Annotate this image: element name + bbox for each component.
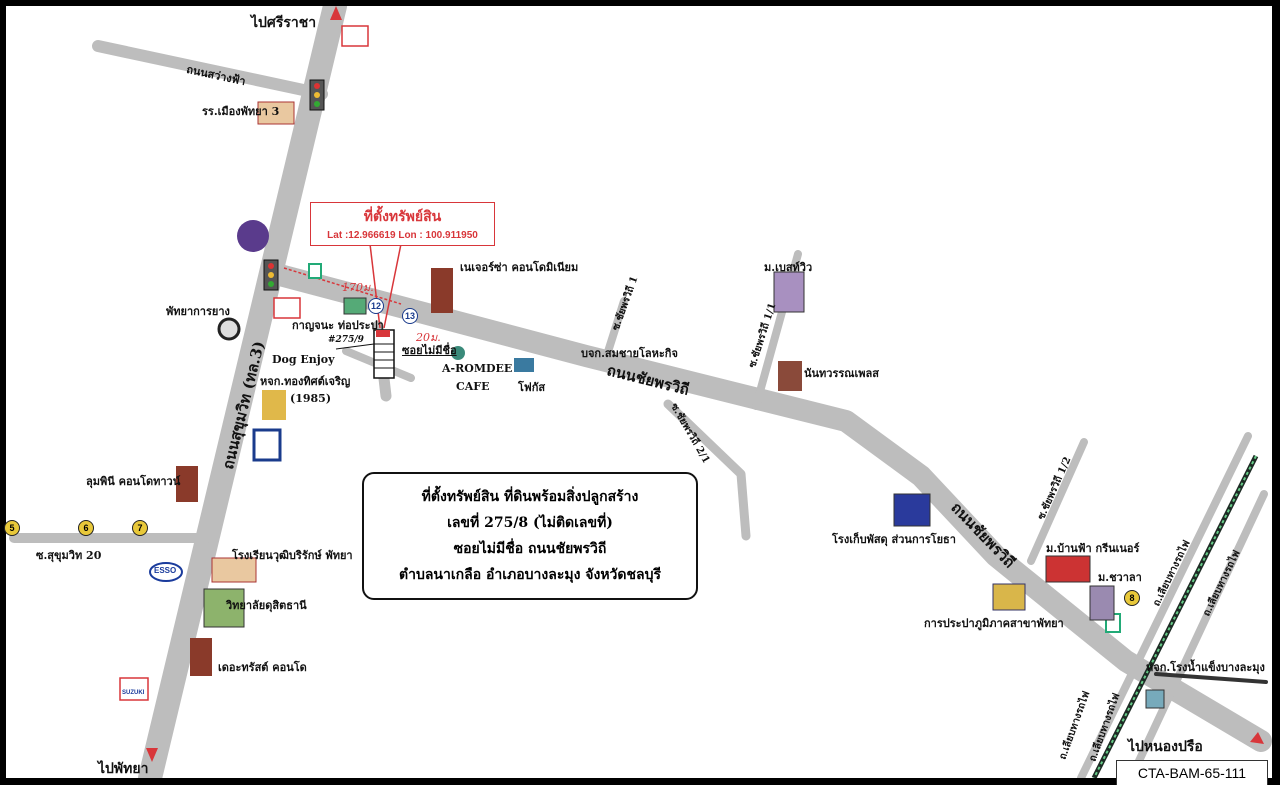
suzuki-logo-text: SUZUKI [122, 690, 145, 696]
landmark-baanfa: ม.บ้านฟ้า กรีนเนอร์ [1046, 542, 1140, 555]
arrow-east-icon [1250, 732, 1264, 744]
marker-12: 12 [368, 298, 384, 314]
landmark-nanthawan: นันทวรรณเพลส [804, 367, 879, 380]
shop-icon [262, 390, 286, 420]
landmark-dog-enjoy: Dog Enjoy [272, 353, 335, 366]
road-label-sukhumvit20: ซ.สุขุมวิท 20 [36, 549, 102, 562]
subject-lot [373, 329, 395, 379]
marker-8: 8 [1124, 590, 1140, 606]
distance-20: 20ม. [416, 331, 441, 344]
shop-icon [1145, 689, 1165, 709]
road-label-soi-unnamed: ซอยไม่มีชื่อ [402, 344, 457, 357]
landmark-kanchana: กาญจนะ ท่อประปา [292, 319, 384, 332]
traffic-light-icon [263, 259, 279, 291]
loc-pointer-2 [383, 243, 402, 329]
property-address-box: ที่ตั้งทรัพย์สิน ที่ดินพร้อมสิ่งปลูกสร้า… [362, 472, 698, 600]
address-line-1: ที่ตั้งทรัพย์สิน ที่ดินพร้อมสิ่งปลูกสร้า… [421, 489, 639, 505]
map-sheet: ไปศรีราชา ไปพัทยา ไปหนองปรือ ถนนสว่างฟ้า… [4, 6, 1272, 785]
road-sawangfa [92, 40, 328, 100]
landmark-thongthit-year: (1985) [290, 392, 332, 405]
railway [1091, 454, 1259, 778]
focus-icon [514, 358, 534, 372]
road-network [9, 6, 1272, 778]
landmark-iceplant: หจก.โรงน้ำแข็งบางละมุง [1146, 661, 1265, 674]
road-soi2-1 [663, 399, 751, 541]
road-rail-east [1127, 490, 1268, 778]
warehouse-icon [893, 493, 931, 527]
school-icon [257, 101, 295, 125]
landmark-baan-view: ม.เบสท์วิว [764, 261, 813, 274]
marker-6: 6 [78, 520, 94, 536]
landmark-chawala: ม.ชวาลา [1098, 571, 1142, 584]
direction-east: ไปหนองปรือ [1128, 739, 1203, 755]
landmark-school-wut: โรงเรียนวุฒิบริรักษ์ พัทยา [232, 549, 353, 562]
loc-pointer-1 [369, 243, 381, 329]
landmark-school3: รร.เมืองพัทยา 3 [202, 105, 280, 118]
honda-icon [341, 25, 369, 47]
house-icon [343, 297, 367, 315]
address-line-2: เลขที่ 275/8 (ไม่ติดเลขที่) [447, 515, 613, 531]
property-location-callout: ที่ตั้งทรัพย์สิน Lat :12.966619 Lon : 10… [310, 202, 495, 246]
house-icon [1045, 555, 1091, 583]
landmark-trust-condo: เดอะทรัสต์ คอนโด [218, 661, 307, 674]
direction-north: ไปศรีราชา [251, 15, 317, 31]
landmark-tyre: พัทยาการยาง [166, 305, 230, 318]
building-icon [773, 271, 805, 313]
landmark-college: วิทยาลัยดุสิตธานี [226, 599, 307, 612]
honda-icon [273, 297, 301, 319]
house-leader [335, 343, 375, 350]
distance-170: 170ม. [342, 281, 374, 294]
road-chaiyapruek [265, 263, 1272, 752]
marker-7: 7 [132, 520, 148, 536]
marker-13: 13 [402, 308, 418, 324]
arrow-south-icon [146, 748, 158, 762]
house-number: #275/9 [328, 335, 364, 345]
road-iceplant [1154, 672, 1268, 684]
landmark-warehouse: โรงเก็บพัสดุ ส่วนการโยธา [832, 533, 956, 546]
direction-south: ไปพัทยา [98, 761, 149, 777]
marker-5: 5 [4, 520, 20, 536]
landmark-lumpini: ลุมพินี คอนโดทาวน์ [86, 475, 181, 488]
bank-bbl-icon [252, 428, 282, 462]
esso-logo-text: ESSO [154, 566, 177, 575]
distance-170-line [283, 267, 402, 305]
waterworks-icon [992, 583, 1026, 611]
esso-icon [149, 562, 183, 582]
seven-eleven-icon [308, 263, 322, 279]
property-location-title: ที่ตั้งทรัพย์สิน [363, 209, 442, 225]
tyre-icon [217, 317, 241, 341]
road-sukhumvit [138, 6, 347, 778]
condo-icon [176, 466, 198, 502]
bank-scb-icon [237, 220, 269, 252]
building-icon [778, 361, 802, 391]
address-line-3: ซอยไม่มีชื่อ ถนนชัยพรวิถี [453, 541, 607, 557]
landmark-aromdee: A-ROMDEE [442, 362, 513, 375]
landmark-waterworks: การประปาภูมิภาคสาขาพัทยา [924, 617, 1064, 630]
school-icon [211, 557, 257, 583]
property-coordinates: Lat :12.966619 Lon : 100.911950 [327, 230, 478, 241]
traffic-light-icon [309, 79, 325, 111]
college-icon [203, 588, 245, 628]
document-code: CTA-BAM-65-111 [1116, 760, 1268, 785]
landmark-thongthit: หจก.ทองทิศต์เจริญ [260, 375, 351, 388]
arrow-north-icon [330, 6, 342, 20]
condo-icon [431, 268, 453, 313]
landmark-nature-condo: เนเจอร์ซ่า คอนโดมิเนียม [460, 261, 579, 274]
landmark-focus: โฟกัส [518, 381, 546, 394]
road-rail-west [1077, 432, 1252, 778]
road-soi1-2 [1027, 438, 1088, 565]
cafe-icon [451, 346, 465, 360]
landmark-sombat: บจก.สมชายโลหะกิจ [581, 347, 678, 360]
condo-icon [190, 638, 212, 676]
road-soi1 [602, 297, 628, 362]
house-icon [1089, 585, 1115, 621]
address-line-4: ตำบลนาเกลือ อำเภอบางละมุง จังหวัดชลบุรี [399, 567, 661, 583]
landmark-cafe: CAFE [456, 380, 490, 393]
suzuki-icon [119, 677, 149, 701]
